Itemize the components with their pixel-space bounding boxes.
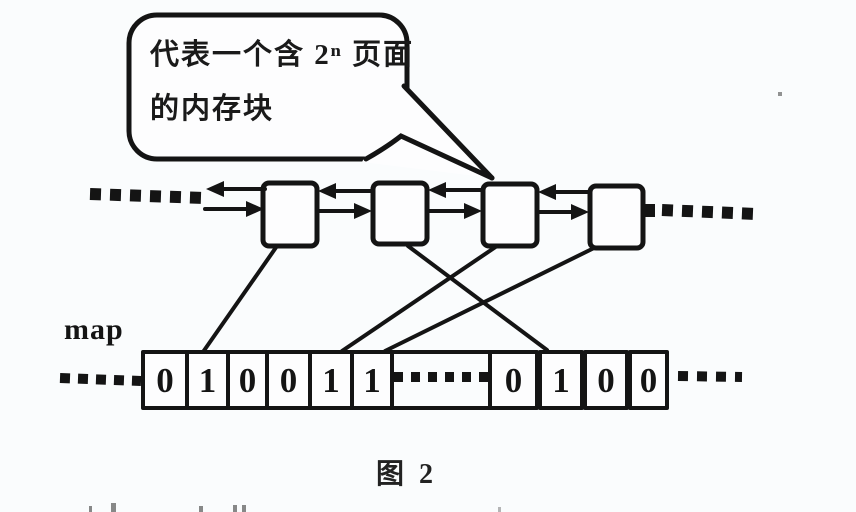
bit-value-6: 1: [363, 361, 381, 400]
list-right-ellipsis-dots: [661, 204, 758, 220]
connector-node2-bit8: [406, 244, 549, 352]
list-left-ellipsis-dots: [89, 188, 207, 204]
speech-bubble-tail-bottom-edge: [363, 133, 495, 181]
speech-bubble: [126, 12, 495, 181]
bitmap-cell-5: [308, 350, 354, 410]
list-node-3: [480, 181, 540, 249]
prev-arrowhead-2: [428, 182, 446, 198]
bit-value-9: 0: [597, 361, 615, 400]
bitmap-cell-10: [628, 350, 669, 410]
bit-value-3: 0: [238, 361, 257, 400]
list-right-stub: [644, 204, 655, 217]
bit-value-7: 0: [504, 361, 523, 400]
bitmap-cell-1: [141, 350, 189, 410]
scan-speck: [778, 92, 782, 96]
bit-value-8: 1: [552, 361, 570, 400]
node-to-bit-connectors: [201, 244, 596, 354]
list-arrows: [203, 181, 592, 220]
speech-bubble-line2: 的内存块: [150, 93, 275, 125]
prev-arrowhead-3: [538, 184, 556, 200]
scan-artifact: [233, 505, 237, 512]
bitmap-cell-6: [350, 350, 394, 410]
speech-bubble-tail-fill: [362, 86, 492, 178]
bitmap-cell-8: [538, 350, 584, 410]
next-arrowhead-2: [464, 203, 482, 219]
list-node-1: [260, 180, 320, 249]
bitmap-left-ellipsis-dots: [59, 373, 142, 386]
next-arrowhead-0: [246, 201, 264, 217]
connector-node4-bit6: [383, 246, 596, 353]
scan-artifact: [111, 503, 116, 512]
bitmap-row: [59, 350, 743, 410]
scan-artifact: [498, 507, 501, 512]
bit-value-10: 0: [639, 361, 658, 400]
speech-bubble-line1: 代表一个含 2ⁿ 页面: [150, 39, 415, 71]
bit-value-5: 1: [322, 361, 340, 400]
bit-value-4: 0: [279, 361, 298, 400]
bit-value-2: 1: [198, 361, 217, 400]
speech-bubble-tail-top-edge: [401, 83, 495, 181]
next-arrowhead-3: [571, 204, 589, 220]
map-label: map: [64, 313, 124, 346]
next-arrowhead-1: [354, 203, 372, 219]
prev-arrowhead-0: [206, 181, 224, 197]
scan-artifact: [89, 506, 92, 512]
bitmap-cell-9: [583, 350, 629, 410]
connector-node3-bit5: [340, 244, 499, 353]
list-node-4: [587, 183, 646, 251]
bitmap-cell-7: [488, 350, 539, 410]
connector-node1-bit2: [201, 244, 279, 354]
bitmap-right-ellipsis-dots: [677, 371, 743, 382]
scan-artifact: [242, 505, 246, 512]
speech-bubble-text: 代表一个含 2ⁿ 页面 的内存块: [150, 28, 415, 136]
prev-arrowhead-1: [318, 183, 336, 199]
scan-artifact: [199, 506, 203, 512]
figure-caption: 图 2: [376, 459, 438, 490]
bit-value-1: 0: [156, 361, 174, 400]
list-node-2: [370, 180, 430, 247]
